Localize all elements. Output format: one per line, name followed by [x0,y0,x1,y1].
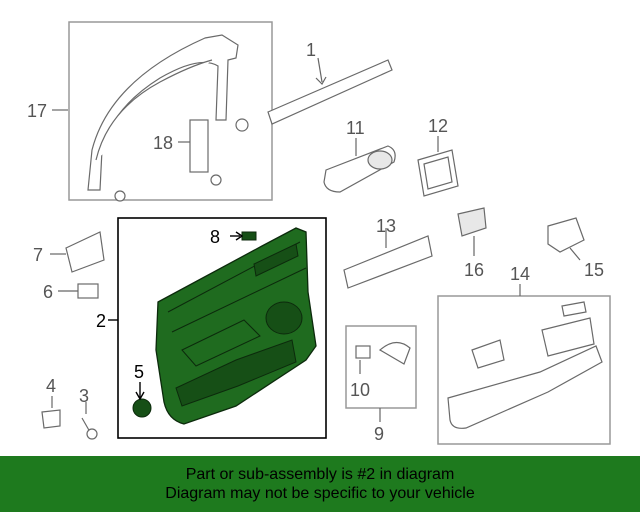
callout-7: 7 [33,245,43,265]
pillar-clip-part [235,118,249,132]
callout-16: 16 [464,260,484,280]
switch-part [457,207,487,237]
info-banner: Part or sub-assembly is #2 in diagram Di… [0,456,640,512]
callout-6: 6 [43,282,53,302]
callout-11: 11 [346,118,365,138]
pillar-bracket-part [189,119,209,173]
armrest-group: 14 [437,264,611,445]
lens-part [378,341,411,365]
bulb-lens-group: 10 9 [345,325,417,444]
module-part [547,217,585,253]
pillar-trim-part [87,34,239,191]
parts-diagram: 17 18 1 11 12 13 7 6 [27,21,611,445]
clip-8-part [241,231,257,241]
pillar-trim-inner [95,59,213,161]
callout-15: 15 [584,260,604,280]
lower-trim-part [343,235,433,289]
callout-8: 8 [210,227,220,247]
weatherstrip-part [267,59,393,125]
callout-3: 3 [79,386,89,406]
bulb-part [355,345,371,359]
handle-bezel-group: 11 [323,118,396,193]
handle-bezel-recess [367,150,393,170]
armrest-part [447,345,603,429]
retainer-screw-group: 4 3 [41,376,98,440]
switch-bezel-part [541,317,595,357]
pillar-screw-part [210,174,222,186]
pillar-clip-lower-part [114,190,126,202]
cap-part [561,301,587,317]
door-trim-box [117,217,327,439]
bulb-lens-box [345,325,417,409]
callout-12: 12 [428,116,448,136]
callout-14: 14 [510,264,530,284]
lower-trim-group: 13 [343,216,433,289]
armrest-box [437,295,611,445]
module-group: 15 [547,217,604,280]
callout-9: 9 [374,424,384,444]
door-trim-panel-group: 8 5 2 [96,217,327,439]
bracket-group: 7 [33,231,105,273]
pad-group: 6 [43,282,99,302]
banner-line-1: Part or sub-assembly is #2 in diagram [185,466,455,483]
pillar-trim-group: 17 18 [27,21,273,202]
clip-5-part [132,398,152,418]
bezel-frame-group: 12 [417,116,459,197]
retainer-part [41,409,61,429]
callout-17: 17 [27,101,47,121]
callout-4: 4 [46,376,56,396]
callout-18: 18 [153,133,173,153]
callout-13: 13 [376,216,396,236]
weatherstrip-group: 1 [267,40,393,125]
callout-1: 1 [306,40,316,60]
pad-part [77,283,99,299]
callout-5: 5 [134,362,144,382]
door-trim-panel-part[interactable] [155,227,317,425]
bracket-part [65,231,105,273]
switch-group: 16 [457,207,487,280]
callout-10: 10 [350,380,370,400]
banner-line-2: Diagram may not be specific to your vehi… [165,485,475,502]
callout-2: 2 [96,311,106,331]
bracket-14-part [471,339,505,369]
